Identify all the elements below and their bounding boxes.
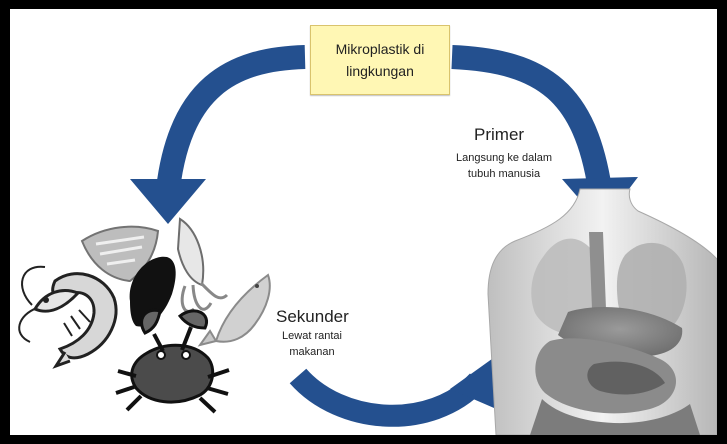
squid-icon — [178, 219, 227, 311]
crab-icon — [116, 310, 229, 412]
secondary-desc-line-1: Lewat rantai — [272, 328, 352, 344]
primary-title: Primer — [474, 125, 524, 145]
shrimp-icon — [19, 267, 116, 366]
secondary-desc-line-2: makanan — [272, 344, 352, 360]
secondary-title: Sekunder — [276, 307, 349, 327]
primary-description: Langsung ke dalam tubuh manusia — [440, 150, 568, 182]
fish-icon — [200, 275, 270, 345]
arrow-head-seafood — [130, 179, 206, 224]
diagram-canvas: Mikroplastik di lingkungan Primer Langsu… — [10, 9, 717, 435]
secondary-description: Lewat rantai makanan — [272, 328, 352, 360]
source-box: Mikroplastik di lingkungan — [310, 25, 450, 95]
source-line-2: lingkungan — [346, 60, 414, 82]
primary-desc-line-1: Langsung ke dalam — [440, 150, 568, 166]
source-line-1: Mikroplastik di — [336, 38, 425, 60]
arrow-food-chain — [298, 376, 478, 416]
arrow-to-seafood — [168, 57, 305, 189]
primary-desc-line-2: tubuh manusia — [440, 166, 568, 182]
human-torso-icon — [488, 189, 717, 435]
